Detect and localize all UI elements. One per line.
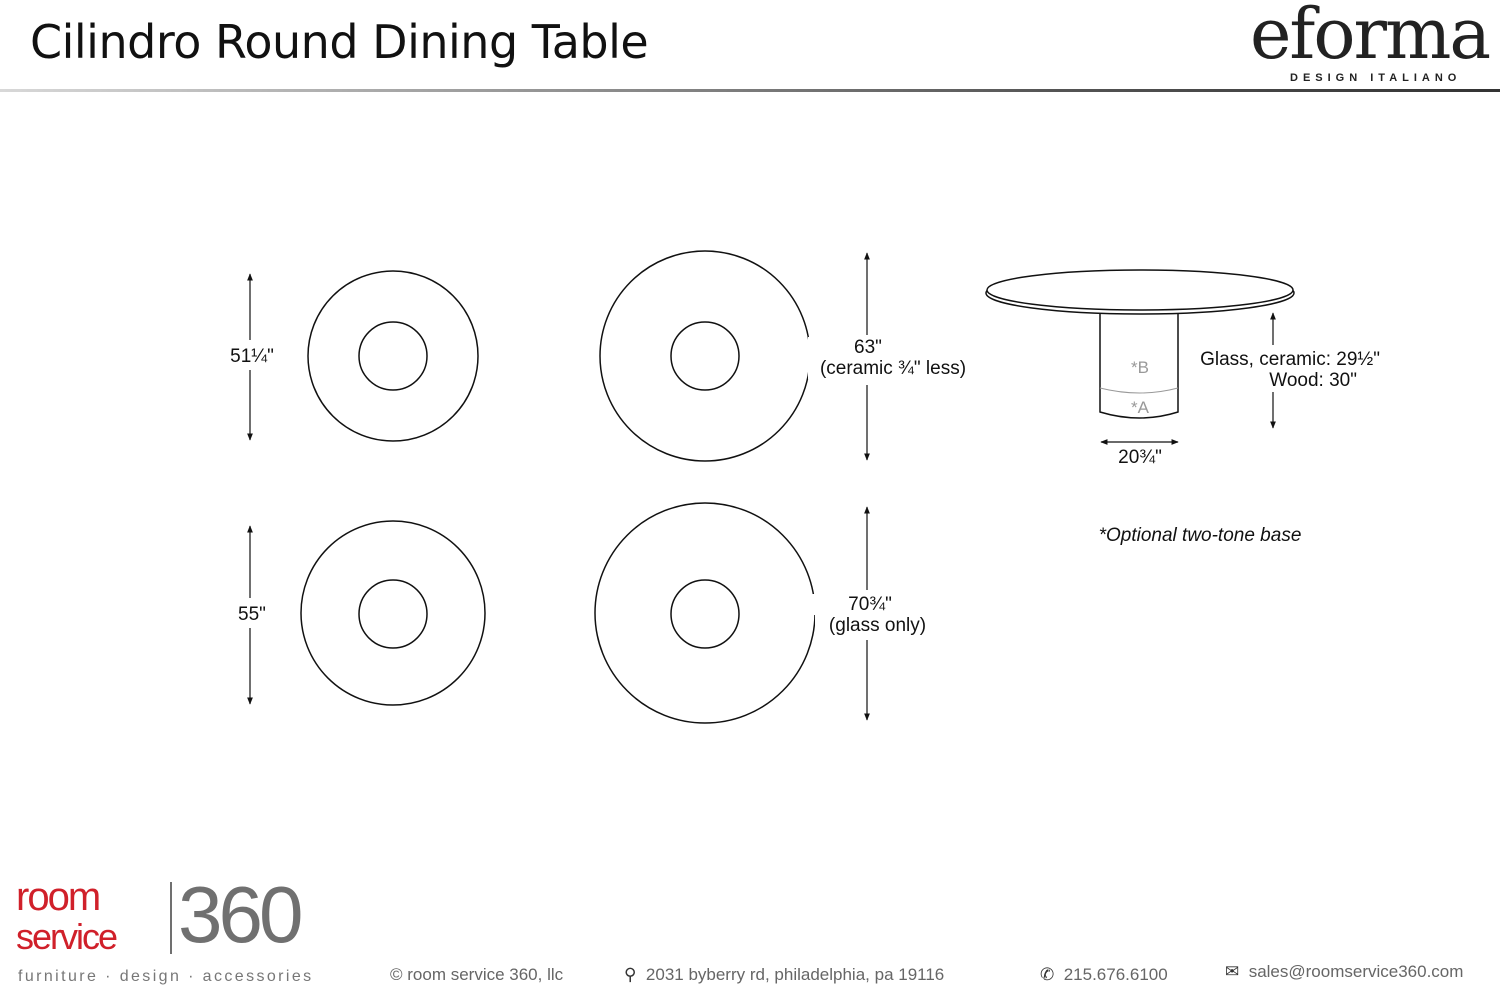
height-label-wood: Wood: 30" xyxy=(1269,370,1357,391)
phone-icon: ✆ xyxy=(1040,965,1055,984)
address-text: 2031 byberry rd, philadelphia, pa 19116 xyxy=(645,965,945,984)
envelope-icon: ✉ xyxy=(1225,962,1240,981)
top-view-51in xyxy=(307,270,479,442)
dimension-label-glass-only: (glass only) xyxy=(815,615,940,636)
top-view-63in xyxy=(599,250,811,462)
top-view-70in xyxy=(594,502,816,724)
dimension-label-51in: 51¼" xyxy=(230,346,274,367)
height-label-glass: Glass, ceramic: 29½" xyxy=(1200,349,1380,370)
map-pin-icon: ⚲ xyxy=(624,965,637,984)
dimension-label-ceramic: (ceramic ¾" less) xyxy=(808,358,978,379)
base-label-a: *A xyxy=(1131,398,1149,417)
eforma-tagline: DESIGN ITALIANO xyxy=(1290,72,1462,84)
footer-address: ⚲ 2031 byberry rd, philadelphia, pa 1911… xyxy=(624,965,944,985)
side-view xyxy=(985,269,1295,419)
footer-email: ✉ sales@roomservice360.com xyxy=(1225,962,1463,982)
logo-divider xyxy=(170,882,172,954)
email-link[interactable]: sales@roomservice360.com xyxy=(1248,962,1464,981)
logo-360: 360 xyxy=(178,870,304,959)
footer-copyright: © room service 360, llc xyxy=(390,965,564,984)
phone-text[interactable]: 215.676.6100 xyxy=(1063,965,1168,984)
footer-phone: ✆ 215.676.6100 xyxy=(1040,965,1168,985)
eforma-logo: eforma xyxy=(1250,0,1491,75)
logo-service: service xyxy=(16,916,118,957)
dimension-label-55in: 55" xyxy=(238,604,266,625)
page-title: Cilindro Round Dining Table xyxy=(30,15,649,69)
header-divider xyxy=(0,89,1500,92)
two-tone-note: *Optional two-tone base xyxy=(1098,525,1302,546)
top-view-55in xyxy=(300,520,486,706)
dimension-label-63in: 63" xyxy=(808,337,928,358)
base-width-label: 20¾" xyxy=(1118,447,1162,468)
dimension-label-70in: 70¾" xyxy=(810,594,930,615)
logo-tagline: furniture · design · accessories xyxy=(18,968,314,985)
base-label-b: *B xyxy=(1131,358,1149,377)
logo-room: room xyxy=(16,875,101,919)
